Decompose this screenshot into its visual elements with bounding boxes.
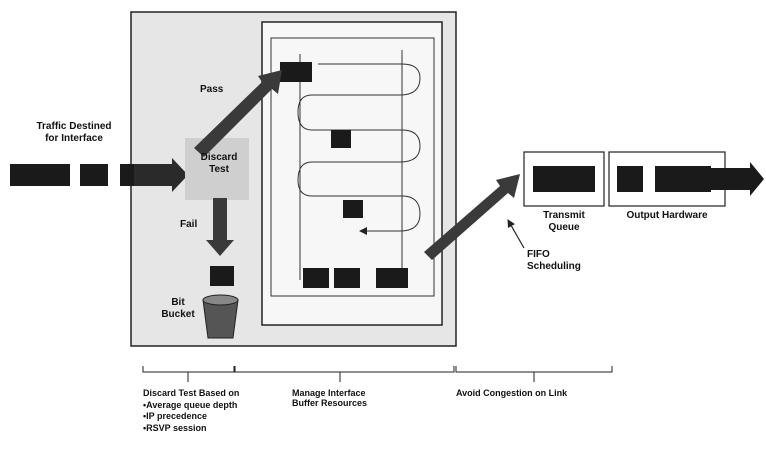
bottom-brackets (143, 366, 612, 382)
buffer-packet (331, 130, 351, 148)
bit-bucket-line: Bucket (160, 309, 196, 321)
criteria-item: RSVP session (143, 423, 237, 434)
buffer-packet (343, 200, 363, 218)
discard-test-label: Discard Test (194, 152, 244, 175)
bit-bucket-label: Bit Bucket (160, 297, 196, 320)
fail-label: Fail (180, 219, 197, 231)
transmit-queue-line: Transmit (526, 210, 602, 222)
fifo-scheduling-label: FIFO Scheduling (527, 249, 581, 272)
bit-bucket-icon (203, 295, 238, 338)
buffer-packet (303, 268, 329, 288)
discard-test-line: Test (194, 164, 244, 176)
fifo-line: Scheduling (527, 261, 581, 273)
transmit-queue-line: Queue (526, 222, 602, 234)
criteria-item: Average queue depth (143, 400, 237, 411)
avoid-caption: Avoid Congestion on Link (456, 388, 567, 398)
transmit-queue-packet (533, 166, 595, 192)
pass-label: Pass (200, 84, 223, 96)
discard-criteria-list: Average queue depth IP precedence RSVP s… (143, 400, 237, 434)
manage-caption-line: Buffer Resources (292, 398, 367, 408)
output-hardware-label: Output Hardware (609, 210, 725, 222)
fifo-pointer (508, 220, 524, 248)
discard-caption-heading: Discard Test Based on (143, 388, 239, 398)
buffer-packet (280, 62, 312, 82)
traffic-destined-line: for Interface (18, 133, 130, 145)
fifo-line: FIFO (527, 249, 581, 261)
criteria-item: IP precedence (143, 411, 237, 422)
buffer-packet (334, 268, 360, 288)
dropped-packet (210, 266, 234, 286)
transmit-queue-label: Transmit Queue (526, 210, 602, 233)
manage-caption: Manage Interface Buffer Resources (292, 388, 367, 409)
incoming-packet (10, 164, 70, 186)
output-hardware-packet (655, 166, 711, 192)
discard-test-line: Discard (194, 152, 244, 164)
incoming-packet (80, 164, 108, 186)
buffer-packet (376, 268, 408, 288)
incoming-packet (120, 164, 134, 186)
traffic-destined-label: Traffic Destined for Interface (18, 121, 130, 144)
manage-caption-line: Manage Interface (292, 388, 367, 398)
output-hardware-packet (617, 166, 643, 192)
bit-bucket-line: Bit (160, 297, 196, 309)
traffic-destined-line: Traffic Destined (18, 121, 130, 133)
